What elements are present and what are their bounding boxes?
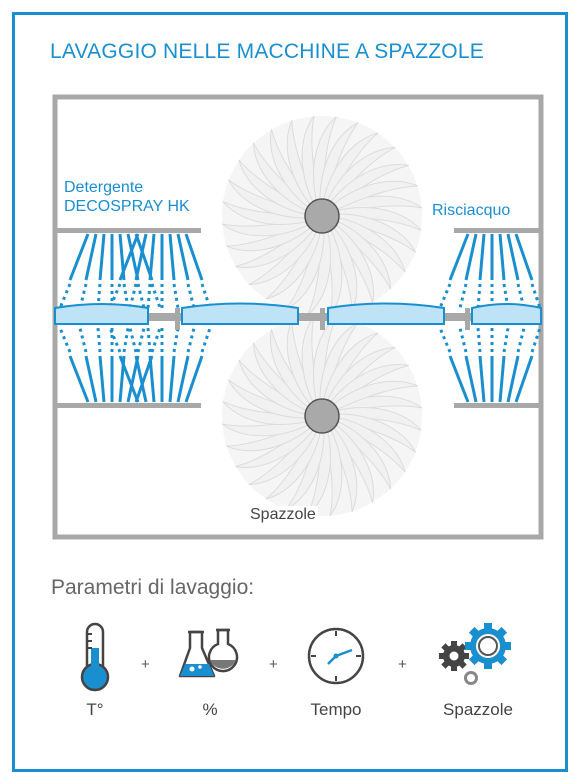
parameters-heading: Parametri di lavaggio: [51,576,255,599]
page-title: LAVAGGIO NELLE MACCHINE A SPAZZOLE [50,40,484,63]
brush-bristle [321,380,418,417]
param-label-percentage: % [202,700,218,719]
param-label-time: Tempo [310,700,362,719]
brush-bristle [321,180,418,217]
brush-machine-diagram [52,94,544,540]
clock-icon [307,627,365,685]
detergent-label: Detergente DECOSPRAY HK [64,178,190,216]
thermometer-icon [80,622,110,692]
detergent-label-line1: Detergente [64,179,144,196]
plus-sign-1: + [141,656,150,673]
rinse-label: Risciacquo [432,201,511,220]
plus-sign-3: + [398,656,407,673]
gears-icon [439,623,511,685]
plus-sign-2: + [269,656,278,673]
brushes-diagram-label: Spazzole [248,506,318,524]
detergent-label-line2: DECOSPRAY HK [64,198,190,215]
lab-flasks-icon [178,628,239,678]
param-label-temperature: T° [86,700,104,719]
param-label-brushes: Spazzole [443,700,513,719]
